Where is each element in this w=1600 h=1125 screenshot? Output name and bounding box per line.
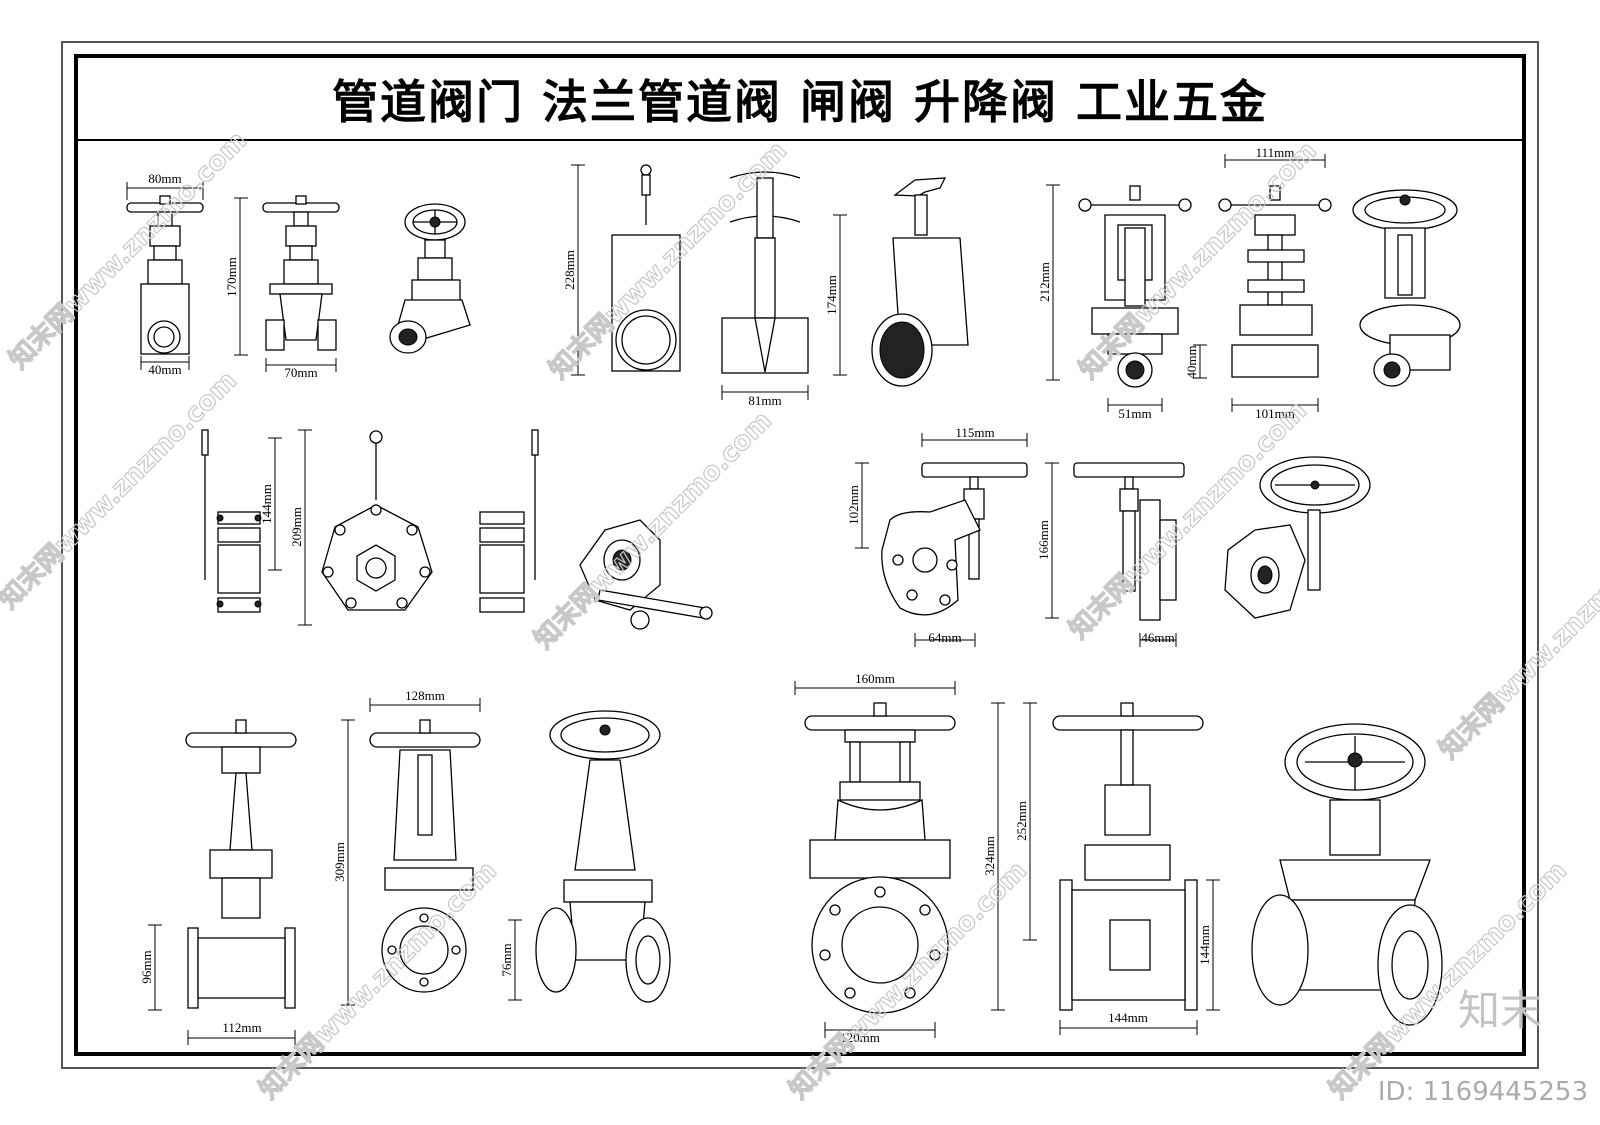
dim-252: 252mm: [1014, 801, 1029, 841]
dim-40: 40mm: [148, 362, 181, 377]
dim-81: 81mm: [748, 393, 781, 408]
dim-160: 160mm: [855, 671, 895, 686]
knife-valve-iso-view: [871, 177, 969, 387]
flanged-valve-side-view: [185, 719, 297, 1009]
dim-174: 174mm: [824, 275, 839, 315]
dim-40-vertical: 40mm: [1184, 345, 1199, 378]
dim-70: 70mm: [284, 365, 317, 380]
knife-gate-valve-group: [611, 164, 969, 387]
dim-111: 111mm: [1256, 145, 1295, 160]
large-gate-valve-group: [804, 702, 1443, 1026]
wafer-valve-front-view: [321, 430, 433, 611]
dim-64: 64mm: [928, 630, 961, 645]
dim-112: 112mm: [222, 1020, 261, 1035]
dim-76: 76mm: [499, 943, 514, 976]
brand-logo-text: 知末: [1458, 986, 1542, 1035]
dim-96: 96mm: [139, 950, 154, 983]
page-title: 管道阀门 法兰管道阀 闸阀 升降阀 工业五金: [332, 75, 1268, 129]
wafer-valve-iso-view: [579, 519, 713, 630]
dimension-lines: [126, 154, 1326, 1045]
dimension-labels: 80mm 40mm 70mm 81mm 111mm 51mm 101mm 115…: [139, 145, 1295, 1045]
gear-valve-side-view: [1073, 462, 1185, 621]
dim-144-horizontal: 144mm: [1108, 1010, 1148, 1025]
dim-144-wafer: 144mm: [259, 484, 274, 524]
forged-valve-iso-view: [1352, 189, 1461, 387]
knife-valve-side-view: [721, 171, 809, 374]
globe-valve-iso-view: [389, 203, 471, 354]
dim-80: 80mm: [148, 171, 181, 186]
dim-309: 309mm: [332, 842, 347, 882]
dim-115: 115mm: [955, 425, 994, 440]
inner-frame: [74, 54, 1526, 1056]
flanged-valve-front-view: [369, 719, 481, 993]
dim-324: 324mm: [982, 836, 997, 876]
dim-166: 166mm: [1036, 520, 1051, 560]
large-valve-side-view: [1052, 702, 1204, 1011]
dim-46: 46mm: [1141, 630, 1174, 645]
globe-valve-side-view: [262, 195, 340, 351]
dim-102: 102mm: [846, 485, 861, 525]
dim-144-vertical: 144mm: [1197, 925, 1212, 965]
wafer-valve-side-view: [201, 429, 262, 613]
dim-101: 101mm: [1255, 406, 1295, 421]
image-id-label: ID: 1169445253: [1378, 1077, 1588, 1107]
threaded-globe-valve-group: [126, 195, 471, 355]
dim-170: 170mm: [224, 257, 239, 297]
gear-valve-front-view: [881, 462, 1028, 616]
flanged-gate-valve-group: [185, 710, 671, 1009]
dim-228: 228mm: [562, 250, 577, 290]
dim-51: 51mm: [1118, 406, 1151, 421]
forged-valve-side-view: [1218, 185, 1332, 378]
knife-valve-front-view: [611, 164, 681, 372]
gear-valve-iso-view: [1224, 456, 1371, 619]
dim-120: 120mm: [840, 1030, 880, 1045]
wafer-valve-back-view: [479, 429, 539, 613]
dim-209: 209mm: [289, 507, 304, 547]
dim-212: 212mm: [1037, 262, 1052, 302]
flanged-valve-iso-view: [535, 710, 671, 1003]
globe-valve-front-view: [126, 195, 204, 355]
gear-operated-valve-group: [881, 456, 1371, 621]
large-valve-front-view: [804, 702, 956, 1014]
wafer-lever-valve-group: [201, 429, 713, 630]
forged-valve-front-view: [1078, 185, 1192, 388]
dim-128: 128mm: [405, 688, 445, 703]
large-valve-iso-view: [1251, 723, 1443, 1026]
forged-globe-valve-group: [1078, 185, 1461, 388]
